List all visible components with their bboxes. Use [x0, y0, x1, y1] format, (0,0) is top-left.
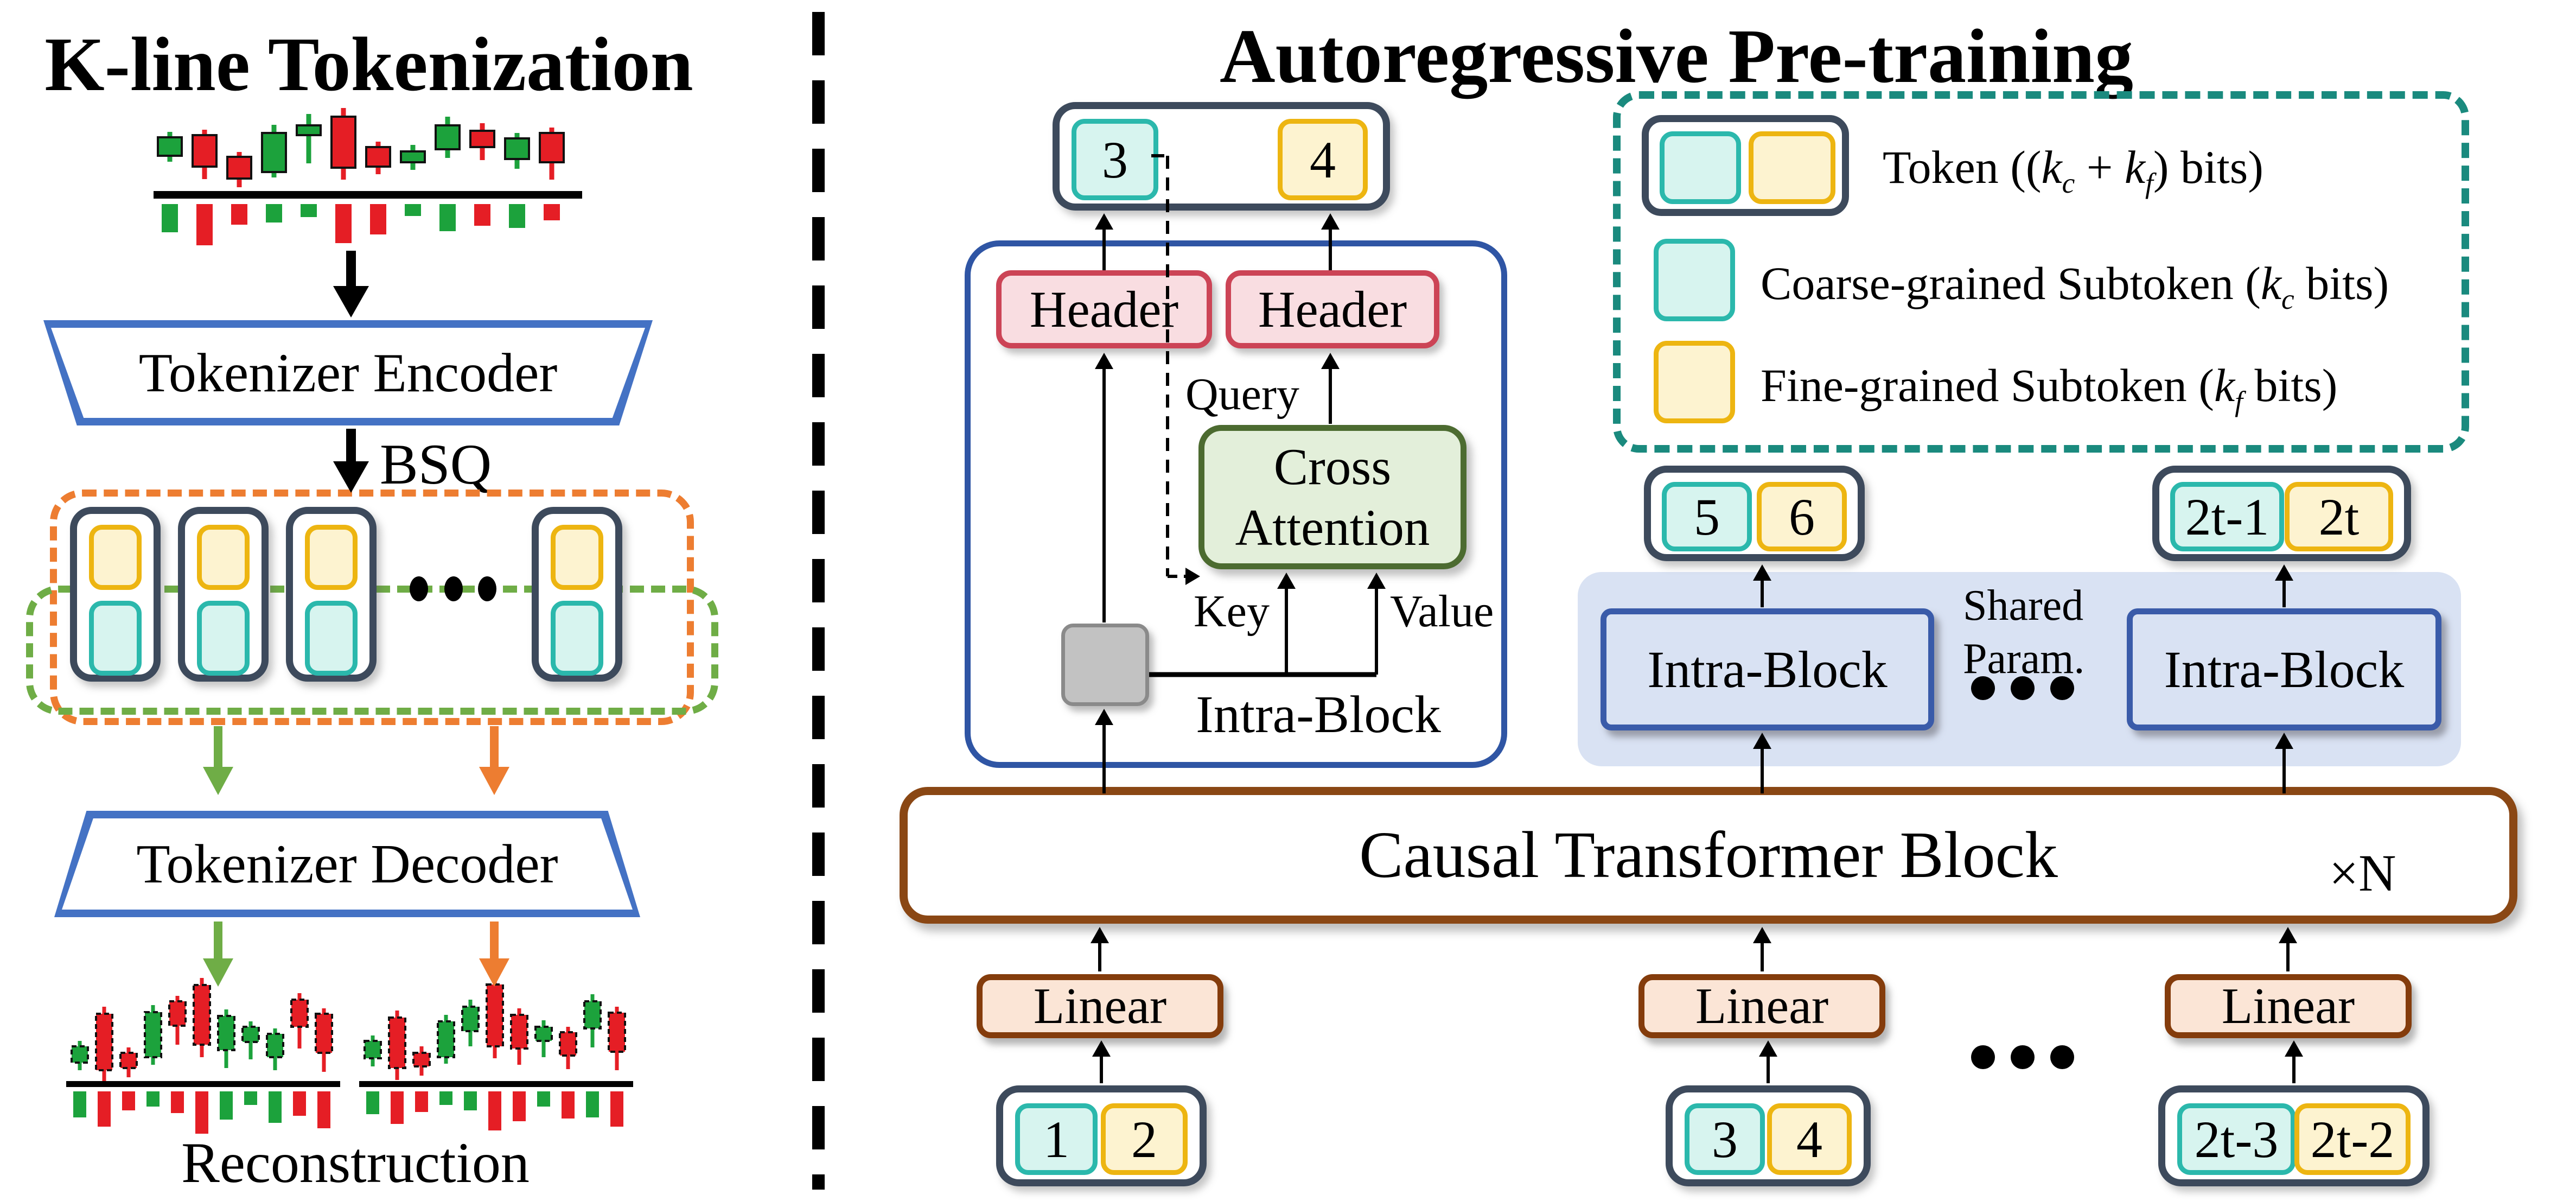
- coarse-subtoken-3b: 3: [1685, 1103, 1765, 1175]
- fine-subtoken-icon: [551, 525, 603, 590]
- legend-token-sample: [1642, 115, 1849, 216]
- repeat-n-label: ×N: [2329, 844, 2396, 902]
- input-token-box-3: 2t-3 2t-2: [2158, 1085, 2430, 1186]
- legend-fine-sample-icon: [1654, 341, 1735, 423]
- coarse-subtoken-icon: [305, 601, 358, 676]
- legend-frame: [1613, 91, 2469, 453]
- legend-fine-label: Fine-grained Subtoken (kf bits): [1761, 359, 2338, 418]
- mid-token-box-2: 2t-1 2t: [2152, 466, 2411, 561]
- fine-subtoken-icon: [305, 525, 358, 590]
- shared-param-line2: Param.: [1963, 634, 2085, 683]
- kline-chart: [154, 106, 588, 247]
- query-label: Query: [1185, 369, 1299, 420]
- mid-token-box-1: 5 6: [1644, 466, 1865, 561]
- panel-divider: [812, 12, 825, 1190]
- linear-box-2: Linear: [1638, 974, 1885, 1038]
- coarse-subtoken-2t-1: 2t-1: [2170, 482, 2284, 551]
- fine-subtoken-2t: 2t: [2285, 482, 2393, 551]
- shared-param-line1: Shared: [1963, 582, 2084, 630]
- fine-subtoken-2: 2: [1101, 1103, 1188, 1175]
- coarse-subtoken-icon: [197, 601, 250, 676]
- linear-box-3: Linear: [2165, 974, 2412, 1038]
- tokenizer-encoder-box: [43, 320, 653, 425]
- fine-subtoken-6: 6: [1757, 482, 1847, 551]
- legend-coarse-subtoken-icon: [1660, 131, 1741, 204]
- output-token-box: 3 4: [1053, 102, 1390, 211]
- coarse-subtoken-3: 3: [1072, 119, 1158, 200]
- fine-subtoken-4: 4: [1278, 119, 1368, 200]
- cross-attention-box: Cross Attention: [1198, 425, 1466, 569]
- left-panel-title: K-line Tokenization: [44, 21, 693, 107]
- reconstruction-label: Reconstruction: [181, 1131, 530, 1194]
- shared-param-label: Shared Param.: [1963, 580, 2084, 685]
- fine-subtoken-icon: [89, 525, 142, 590]
- tokenizer-decoder-label: Tokenizer Decoder: [136, 833, 558, 895]
- header-box-1: Header: [996, 270, 1212, 348]
- input-token-box-1: 1 2: [996, 1085, 1207, 1186]
- kline-token-3: [286, 507, 377, 682]
- legend-coarse-label: Coarse-grained Subtoken (kc bits): [1761, 257, 2389, 316]
- cross-attention-line2: Attention: [1235, 499, 1430, 556]
- fine-subtoken-2t-2: 2t-2: [2294, 1103, 2411, 1175]
- coarse-subtoken-5: 5: [1662, 482, 1752, 551]
- key-label: Key: [1194, 586, 1270, 637]
- intra-block-label: Intra-Block: [1196, 685, 1441, 744]
- right-panel-title: Autoregressive Pre-training: [1220, 13, 2133, 99]
- coarse-subtoken-1: 1: [1015, 1103, 1098, 1175]
- linear-box-1: Linear: [977, 974, 1223, 1038]
- value-label: Value: [1390, 586, 1494, 637]
- legend-fine-subtoken-icon: [1749, 131, 1835, 204]
- kline-token-2: [178, 507, 269, 682]
- header-box-2: Header: [1226, 270, 1439, 348]
- input-token-box-2: 3 4: [1666, 1085, 1871, 1186]
- coarse-subtoken-icon: [551, 601, 603, 676]
- causal-transformer-label: Causal Transformer Block: [1359, 818, 2058, 892]
- fine-subtoken-4b: 4: [1767, 1103, 1852, 1175]
- reconstruction-chart-2: [359, 977, 636, 1156]
- tokenizer-encoder-label: Tokenizer Encoder: [138, 342, 558, 404]
- reconstruction-chart-1: [66, 977, 343, 1156]
- coarse-subtoken-icon: [89, 601, 142, 676]
- intra-block-box-2: Intra-Block: [1601, 608, 1934, 730]
- tokenizer-decoder-box: [54, 811, 640, 917]
- kline-token-1: [70, 507, 161, 682]
- coarse-subtoken-2t-3: 2t-3: [2177, 1103, 2296, 1175]
- bsq-label: BSQ: [380, 433, 492, 496]
- fine-subtoken-icon: [197, 525, 250, 590]
- legend-coarse-sample-icon: [1654, 239, 1735, 321]
- legend-token-label: Token ((kc + kf) bits): [1883, 141, 2263, 200]
- hidden-state-box: [1061, 624, 1149, 706]
- kline-token-n: [532, 507, 622, 682]
- cross-attention-line1: Cross: [1273, 437, 1392, 495]
- causal-transformer-block: Causal Transformer Block ×N: [900, 787, 2517, 924]
- intra-block-box-3: Intra-Block: [2127, 608, 2441, 730]
